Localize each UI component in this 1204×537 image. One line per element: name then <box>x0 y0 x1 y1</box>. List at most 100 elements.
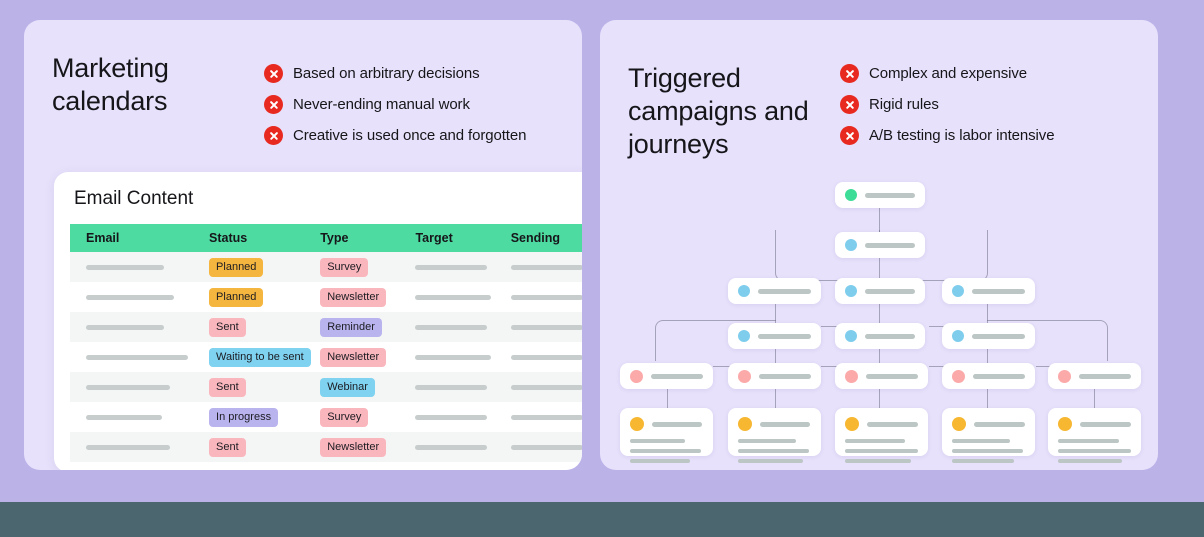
node-label-placeholder <box>865 192 915 198</box>
x-circle-icon <box>264 95 283 114</box>
left-panel-title: Marketing calendars <box>52 53 169 116</box>
card-text-line <box>1058 439 1119 443</box>
cell-sending <box>510 354 582 360</box>
table-row[interactable]: Sent Newsletter <box>70 432 582 462</box>
table-row[interactable]: Sent Reminder <box>70 312 582 342</box>
flow-node-action[interactable] <box>1048 363 1141 389</box>
flow-edge <box>879 230 988 281</box>
cell-type: Reminder <box>320 317 415 337</box>
status-dot-yellow <box>738 417 752 431</box>
bullet-label: Based on arbitrary decisions <box>293 65 480 82</box>
flow-edge <box>1094 382 1095 410</box>
cell-sending <box>510 294 582 300</box>
flow-node-action[interactable] <box>620 363 713 389</box>
status-dot-blue <box>845 285 857 297</box>
cell-type: Survey <box>320 407 415 427</box>
bullet-label: A/B testing is labor intensive <box>869 127 1055 144</box>
node-label-placeholder <box>973 373 1025 379</box>
status-dot-pink <box>952 369 965 383</box>
node-label-placeholder <box>760 421 810 427</box>
journey-flow-diagram <box>600 170 1158 470</box>
table-row[interactable]: Waiting to be sent Newsletter <box>70 342 582 372</box>
card-header <box>845 417 918 431</box>
status-dot-pink <box>1058 369 1071 383</box>
cell-type: Newsletter <box>320 287 415 307</box>
list-item: A/B testing is labor intensive <box>840 120 1055 151</box>
status-dot-blue <box>738 330 750 342</box>
cell-status: Waiting to be sent <box>209 347 320 367</box>
list-item: Creative is used once and forgotten <box>264 120 526 151</box>
cell-email <box>70 384 209 390</box>
cell-email <box>70 264 209 270</box>
cell-status: Planned <box>209 287 320 307</box>
bullet-label: Complex and expensive <box>869 65 1027 82</box>
node-label-placeholder <box>758 333 811 339</box>
flow-card-content[interactable] <box>835 408 928 463</box>
card-text-line <box>952 449 1023 453</box>
card-text-line <box>845 449 918 453</box>
flow-edge <box>775 382 776 410</box>
cell-email <box>70 444 209 450</box>
table-row[interactable]: Sent Webinar <box>70 372 582 402</box>
flow-node-decision[interactable] <box>835 232 925 258</box>
flow-node-branch[interactable] <box>942 278 1035 304</box>
list-item: Rigid rules <box>840 89 1054 120</box>
bottom-band <box>0 502 1204 537</box>
status-dot-pink <box>630 369 643 383</box>
flow-card-content[interactable] <box>1048 408 1141 463</box>
cell-target <box>415 444 510 450</box>
flow-card-content[interactable] <box>942 408 1035 463</box>
status-badge: Planned <box>209 288 264 307</box>
card-text-line <box>738 439 796 443</box>
status-badge: Sent <box>209 378 246 397</box>
node-label-placeholder <box>972 333 1025 339</box>
flow-node-branch[interactable] <box>835 278 925 304</box>
cell-target <box>415 414 510 420</box>
card-header <box>630 417 703 431</box>
node-label-placeholder <box>758 288 811 294</box>
status-dot-blue <box>845 239 857 251</box>
status-dot-blue <box>738 285 750 297</box>
card-header <box>952 417 1025 431</box>
right-panel-title: Triggered campaigns and journeys <box>628 63 809 159</box>
table-row[interactable]: Planned Newsletter <box>70 282 582 312</box>
x-circle-icon <box>840 64 859 83</box>
email-content-table: Email Status Type Target Sending Planned… <box>70 224 582 462</box>
flow-node-action[interactable] <box>835 363 928 389</box>
status-dot-green <box>845 189 857 201</box>
flow-card-content[interactable] <box>620 408 713 463</box>
column-header-status: Status <box>209 231 248 245</box>
marketing-calendars-panel: Marketing calendars Based on arbitrary d… <box>24 20 582 470</box>
x-circle-icon <box>264 64 283 83</box>
cell-status: Planned <box>209 257 320 277</box>
x-circle-icon <box>840 95 859 114</box>
card-text-line <box>738 459 803 463</box>
cell-type: Newsletter <box>320 347 415 367</box>
flow-card-content[interactable] <box>728 408 821 463</box>
cell-target <box>415 264 510 270</box>
flow-node-branch[interactable] <box>728 278 821 304</box>
card-text-line <box>738 449 809 453</box>
status-badge: Sent <box>209 438 246 457</box>
node-label-placeholder <box>974 421 1025 427</box>
table-row[interactable]: Planned Survey <box>70 252 582 282</box>
flow-node-action[interactable] <box>728 363 821 389</box>
flow-node-step[interactable] <box>942 323 1035 349</box>
bullet-label: Rigid rules <box>869 96 939 113</box>
flow-node-step[interactable] <box>835 323 925 349</box>
status-badge: Planned <box>209 258 264 277</box>
table-row[interactable]: In progress Survey <box>70 402 582 432</box>
node-label-placeholder <box>867 421 918 427</box>
cell-type: Newsletter <box>320 437 415 457</box>
card-title: Email Content <box>74 188 194 209</box>
flow-node-trigger[interactable] <box>835 182 925 208</box>
card-text-line <box>1058 449 1131 453</box>
status-dot-yellow <box>1058 417 1072 431</box>
table-header-row: Email Status Type Target Sending <box>70 224 582 252</box>
flow-node-action[interactable] <box>942 363 1035 389</box>
cell-target <box>415 294 510 300</box>
flow-node-step[interactable] <box>728 323 821 349</box>
node-label-placeholder <box>1079 373 1131 379</box>
flow-edge <box>655 320 776 361</box>
